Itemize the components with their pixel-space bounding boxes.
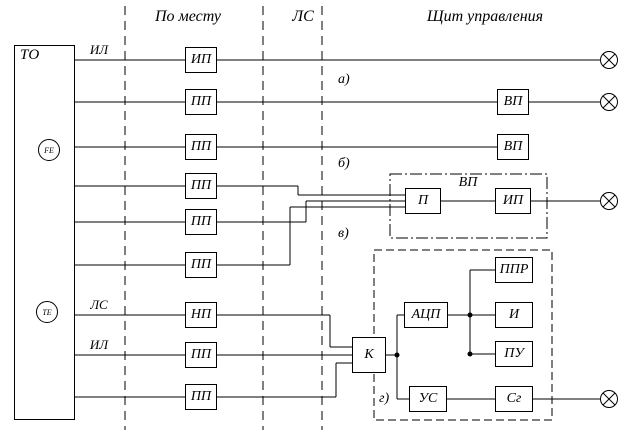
box-ppr: ППР: [495, 257, 533, 283]
lamp-icon: [600, 192, 618, 210]
sensor-circle-icon: FE: [38, 139, 60, 161]
box-local-5: ПП: [185, 209, 217, 235]
zone-header-line: ЛС: [292, 8, 314, 25]
wire-label-il-2: ИЛ: [89, 337, 109, 352]
object-block: [14, 45, 75, 420]
box-local-9: ПП: [185, 384, 217, 410]
dashed-group-border: [373, 249, 553, 421]
group-label-a: а): [338, 72, 350, 87]
box-indicator: И: [495, 302, 533, 328]
lamp-icon: [600, 51, 618, 69]
box-local-8: ПП: [185, 342, 217, 368]
sensor-label: FE: [44, 145, 54, 155]
zone-divider-lines: [124, 6, 323, 430]
lamp-icon: [600, 390, 618, 408]
box-us: УС: [409, 386, 447, 412]
box-local-1: ИП: [185, 47, 217, 73]
wire-label-ls: ЛС: [90, 297, 108, 312]
box-p: П: [405, 188, 441, 214]
box-local-6: ПП: [185, 252, 217, 278]
vp-dashdot-border: [389, 173, 548, 239]
box-local-3: ПП: [185, 134, 217, 160]
group-label-v: в): [338, 226, 349, 241]
box-local-7: НП: [185, 302, 217, 328]
box-ip: ИП: [495, 188, 531, 214]
vp-group-label: ВП: [458, 175, 478, 190]
junction-dots: [394, 312, 473, 358]
box-adc: АЦП: [404, 302, 448, 328]
object-label: ТО: [20, 47, 40, 63]
box-vp-a: ВП: [497, 89, 529, 115]
box-k: К: [352, 337, 386, 373]
group-label-g: г): [379, 391, 390, 406]
sensor-circle-icon: ТЕ: [36, 301, 58, 323]
box-pu: ПУ: [495, 341, 533, 367]
zone-header-local: По месту: [154, 8, 221, 25]
box-sg: Сг: [495, 386, 533, 412]
lamp-icon: [600, 93, 618, 111]
group-label-b: б): [338, 156, 350, 171]
wire-label-il-1: ИЛ: [89, 42, 109, 57]
sensor-label: ТЕ: [42, 307, 52, 317]
zone-header-panel: Щит управления: [426, 8, 544, 25]
box-vp-b: ВП: [497, 134, 529, 160]
box-local-2: ПП: [185, 89, 217, 115]
box-local-4: ПП: [185, 173, 217, 199]
